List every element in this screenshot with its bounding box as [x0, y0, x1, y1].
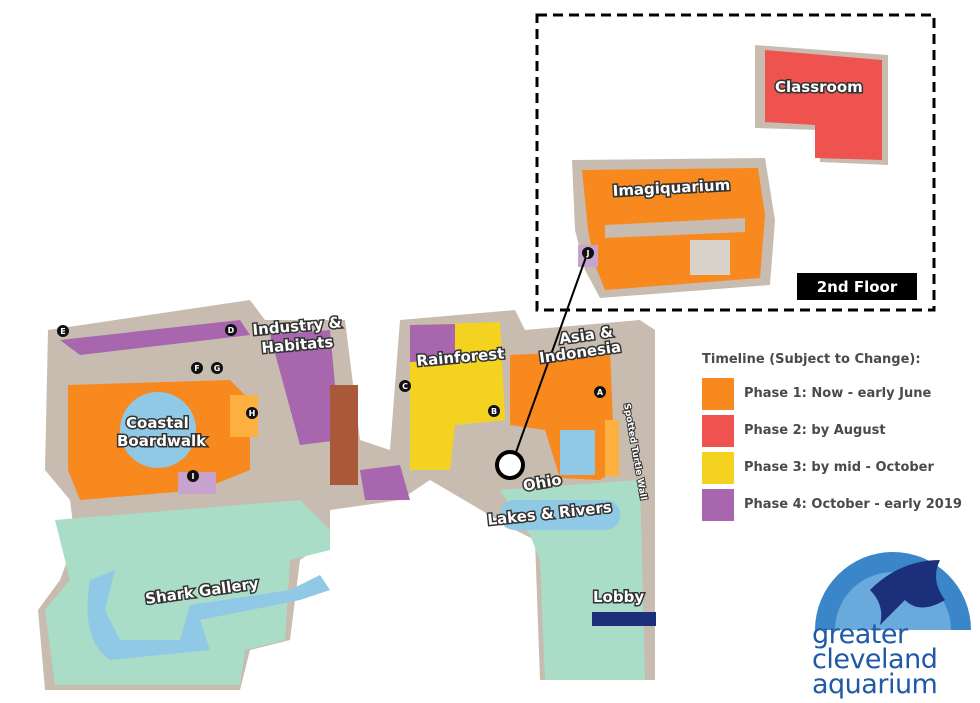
- phase4-corridor[interactable]: [60, 320, 250, 355]
- logo-text: greater cleveland aquarium: [812, 619, 938, 700]
- marker-h-label: H: [249, 409, 256, 418]
- marker-h[interactable]: [246, 407, 258, 419]
- stair-location-marker[interactable]: [495, 450, 525, 480]
- phase3-label: Phase 3: by mid - October: [744, 460, 934, 475]
- dolphin-icon: [870, 560, 945, 625]
- logo-line2: cleveland: [812, 644, 938, 675]
- pillar: [330, 385, 358, 485]
- classroom-area[interactable]: [765, 50, 882, 160]
- marker-i-label: I: [192, 472, 195, 481]
- phase1-label: Phase 1: Now - early June: [744, 386, 932, 401]
- legend-item-phase2: Phase 2: by August: [702, 412, 962, 449]
- label-boardwalk: Boardwalk: [117, 432, 207, 450]
- marker-d-label: D: [228, 326, 235, 335]
- marker-a[interactable]: [594, 386, 606, 398]
- map-markers: A B C D E F G H I J: [57, 247, 606, 482]
- phase2-swatch: [702, 414, 734, 447]
- marker-j[interactable]: [582, 247, 594, 259]
- marker-e[interactable]: [57, 325, 69, 337]
- legend-item-phase3: Phase 3: by mid - October: [702, 449, 962, 486]
- legend-title: Timeline (Subject to Change):: [702, 352, 921, 367]
- industry-habitats-area[interactable]: [270, 330, 340, 445]
- legend-item-phase1: Phase 1: Now - early June: [702, 375, 962, 412]
- imagiquarium-room: [690, 240, 730, 275]
- floor-connector-line: [514, 256, 587, 456]
- phase4-swatch: [702, 488, 734, 521]
- phase3-swatch: [702, 451, 734, 484]
- marker-c[interactable]: [399, 380, 411, 392]
- touch-pool: [120, 392, 196, 468]
- marker-f[interactable]: [191, 362, 203, 374]
- logo-line1: greater: [812, 619, 908, 650]
- ohio-pool: [500, 500, 620, 530]
- legend-item-phase4: Phase 4: October - early 2019: [702, 486, 962, 523]
- imagiquarium-partition: [605, 218, 745, 238]
- lobby-desk: [592, 612, 656, 626]
- marker-i[interactable]: [187, 470, 199, 482]
- marker-d[interactable]: [225, 324, 237, 336]
- marker-j-label: J: [586, 249, 590, 258]
- second-floor-badge: 2nd Floor: [797, 273, 917, 300]
- label-lobby: Lobby: [593, 588, 644, 606]
- phase1-swatch: [702, 377, 734, 410]
- marker-e-label: E: [60, 327, 65, 336]
- marker-g[interactable]: [211, 362, 223, 374]
- marker-f-label: F: [194, 364, 199, 373]
- aquarium-logo: [815, 552, 971, 630]
- ohio-tank: [560, 430, 595, 475]
- marker-b[interactable]: [488, 405, 500, 417]
- marker-a-label: A: [597, 388, 604, 397]
- marker-g-label: G: [214, 364, 221, 373]
- marker-c-label: C: [402, 382, 408, 391]
- phase4-label: Phase 4: October - early 2019: [744, 497, 962, 512]
- rainforest-phase4[interactable]: [410, 324, 455, 362]
- label-coastal: Coastal: [126, 414, 189, 432]
- spotted-turtle-wall[interactable]: [605, 420, 619, 476]
- second-floor-frame: [535, 13, 936, 312]
- label-classroom: Classroom: [775, 78, 863, 96]
- shark-tunnel: [87, 570, 330, 660]
- phase2-label: Phase 2: by August: [744, 423, 886, 438]
- timeline-legend: Timeline (Subject to Change): Phase 1: N…: [702, 352, 962, 523]
- phase4-passage[interactable]: [360, 465, 410, 500]
- logo-line3: aquarium: [812, 669, 938, 700]
- marker-b-label: B: [491, 407, 497, 416]
